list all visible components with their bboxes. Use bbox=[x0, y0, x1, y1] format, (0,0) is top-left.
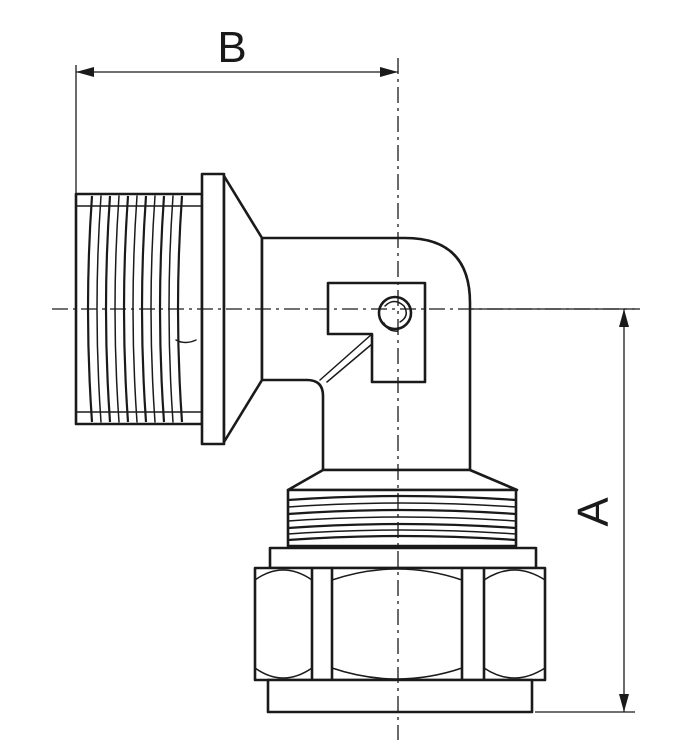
hex-nut bbox=[253, 546, 547, 714]
dimension-a-label: A bbox=[569, 497, 618, 527]
stamp-mark bbox=[377, 295, 413, 332]
dimension-b: B bbox=[75, 23, 398, 195]
center-lines bbox=[52, 58, 640, 740]
compression-thread bbox=[286, 468, 519, 548]
elbow-body bbox=[260, 236, 472, 472]
dimension-b-label: B bbox=[217, 23, 246, 72]
